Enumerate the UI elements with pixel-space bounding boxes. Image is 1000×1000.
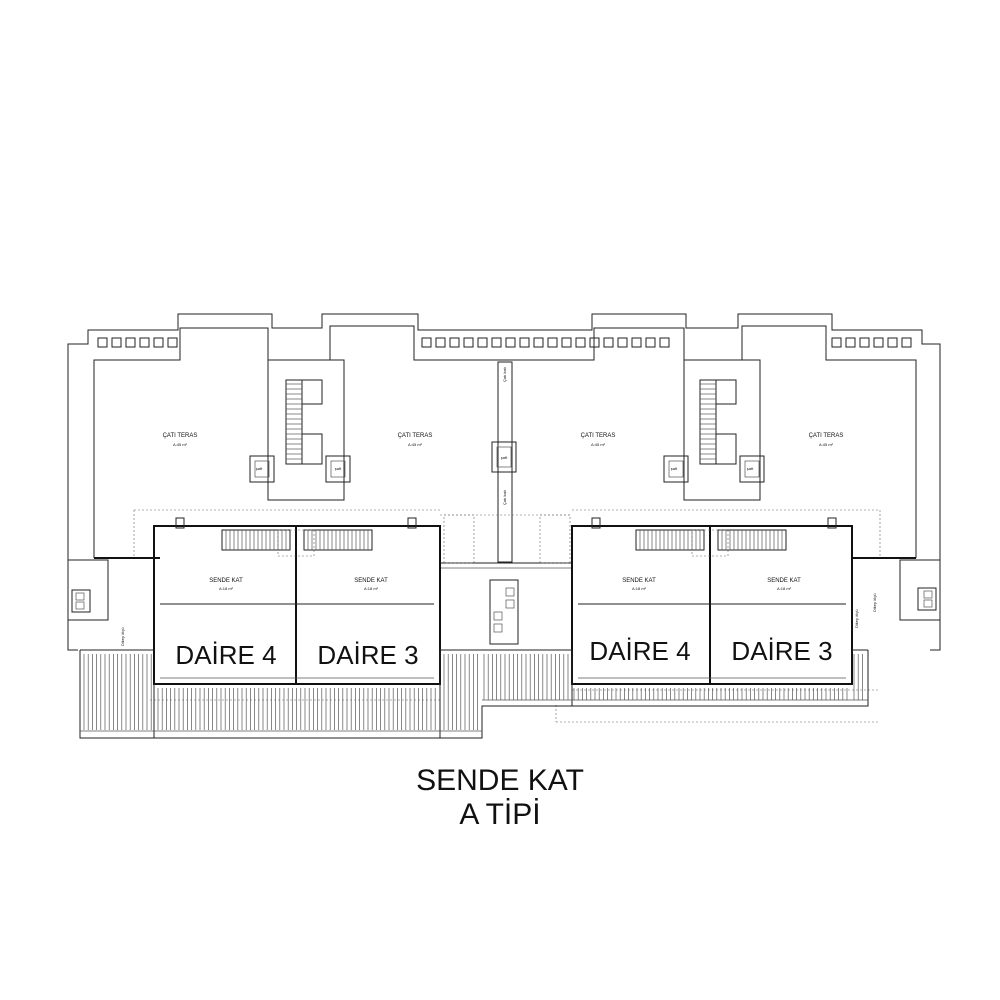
- terrace-label-1: ÇATI TERAS: [163, 433, 198, 439]
- parapet-block: [631, 337, 642, 348]
- terrace-label-2: ÇATI TERAS: [398, 433, 433, 439]
- stair-flight: [285, 379, 303, 465]
- parapet-block: [477, 337, 488, 348]
- drawing-title: SENDE KAT A TİPİ: [0, 764, 1000, 832]
- shaft-label-5: şaft: [747, 466, 754, 471]
- parapet-block: [887, 337, 898, 348]
- parapet-block: [617, 337, 628, 348]
- side-shafts: Dikey ölçü Dikey ölçü Dikey ölçü: [68, 559, 940, 646]
- sende-label-2: SENDE KAT: [354, 578, 388, 584]
- shaft-label-2: şaft: [335, 466, 342, 471]
- stair-landing: [302, 379, 323, 405]
- shaft-label-3: şaft: [501, 455, 508, 460]
- parapet-block: [873, 337, 884, 348]
- shaft-box: [325, 455, 351, 483]
- shaft-box: [249, 455, 275, 483]
- sende-label-3: SENDE KAT: [622, 578, 656, 584]
- parapet-block: [901, 337, 912, 348]
- dimension-guides: [133, 509, 881, 723]
- stair-landing: [286, 433, 323, 465]
- shaft-label-1: şaft: [256, 466, 263, 471]
- parapet-block: [561, 337, 572, 348]
- unit-label-4: DAİRE 3: [731, 636, 832, 666]
- shaft-box: [663, 455, 689, 483]
- parapet-block: [125, 337, 136, 348]
- parapet-block: [97, 337, 108, 348]
- terrace-area-2: A:45 m²: [408, 442, 423, 447]
- sende-room-labels: SENDE KAT A:18 m² SENDE KAT A:18 m² SEND…: [209, 578, 801, 591]
- unit-label-3: DAİRE 4: [589, 636, 690, 666]
- parapet-block: [575, 337, 586, 348]
- parapet-block: [533, 337, 544, 348]
- parapet-block: [547, 337, 558, 348]
- stair-landing: [716, 379, 737, 405]
- sende-area-4: A:18 m²: [777, 586, 792, 591]
- shaft-label-4: şaft: [671, 466, 678, 471]
- svg-text:Çatı katı: Çatı katı: [502, 490, 507, 505]
- parapet-block: [435, 337, 446, 348]
- shaft-labels: şaft şaft şaft şaft şaft: [256, 455, 754, 471]
- unit-label-1: DAİRE 4: [175, 640, 276, 670]
- svg-text:Çatı katı: Çatı katı: [502, 367, 507, 382]
- railing-deck: [79, 649, 869, 739]
- unit-label-2: DAİRE 3: [317, 640, 418, 670]
- drawing-title-line1: SENDE KAT: [416, 764, 584, 797]
- parapet-block: [659, 337, 670, 348]
- parapet-block: [505, 337, 516, 348]
- sende-rooms: [153, 517, 853, 685]
- parapet-block: [589, 337, 600, 348]
- parapet-block: [845, 337, 856, 348]
- sende-label-1: SENDE KAT: [209, 578, 243, 584]
- parapet-block: [491, 337, 502, 348]
- stair-landing: [700, 433, 737, 465]
- sende-area-3: A:18 m²: [632, 586, 647, 591]
- sende-label-4: SENDE KAT: [767, 578, 801, 584]
- parapet-block: [519, 337, 530, 348]
- sende-area-1: A:18 m²: [219, 586, 234, 591]
- parapet-block: [603, 337, 614, 348]
- unit-labels: DAİRE 4 DAİRE 3 DAİRE 4 DAİRE 3: [175, 636, 832, 670]
- parapet-block: [421, 337, 432, 348]
- central-shaft: Çatı katı Çatı katı: [489, 361, 519, 645]
- stair-wells: [249, 379, 765, 483]
- terrace-label-3: ÇATI TERAS: [581, 433, 616, 439]
- terrace-label-4: ÇATI TERAS: [809, 433, 844, 439]
- terrace-area-4: A:45 m²: [819, 442, 834, 447]
- sende-area-2: A:18 m²: [364, 586, 379, 591]
- shaft-box: [739, 455, 765, 483]
- parapet-block: [153, 337, 164, 348]
- parapet-block: [831, 337, 842, 348]
- parapet-block: [859, 337, 870, 348]
- svg-text:Dikey ölçü: Dikey ölçü: [120, 628, 125, 646]
- svg-text:Dikey ölçü: Dikey ölçü: [872, 594, 877, 612]
- drawing-title-line2: A TİPİ: [459, 798, 541, 831]
- parapet-block: [111, 337, 122, 348]
- terrace-area-3: A:45 m²: [591, 442, 606, 447]
- roof-terrace-labels: ÇATI TERAS A:45 m² ÇATI TERAS A:45 m² ÇA…: [163, 433, 844, 447]
- parapet-block: [139, 337, 150, 348]
- slab-lines: [67, 557, 941, 651]
- parapet-outline: [67, 313, 941, 558]
- parapet-block: [167, 337, 178, 348]
- parapet-blocks: [97, 337, 912, 348]
- terrace-area-1: A:45 m²: [173, 442, 188, 447]
- svg-text:Dikey ölçü: Dikey ölçü: [854, 610, 859, 628]
- parapet-block: [645, 337, 656, 348]
- parapet-block: [449, 337, 460, 348]
- stair-flight: [699, 379, 717, 465]
- parapet-block: [463, 337, 474, 348]
